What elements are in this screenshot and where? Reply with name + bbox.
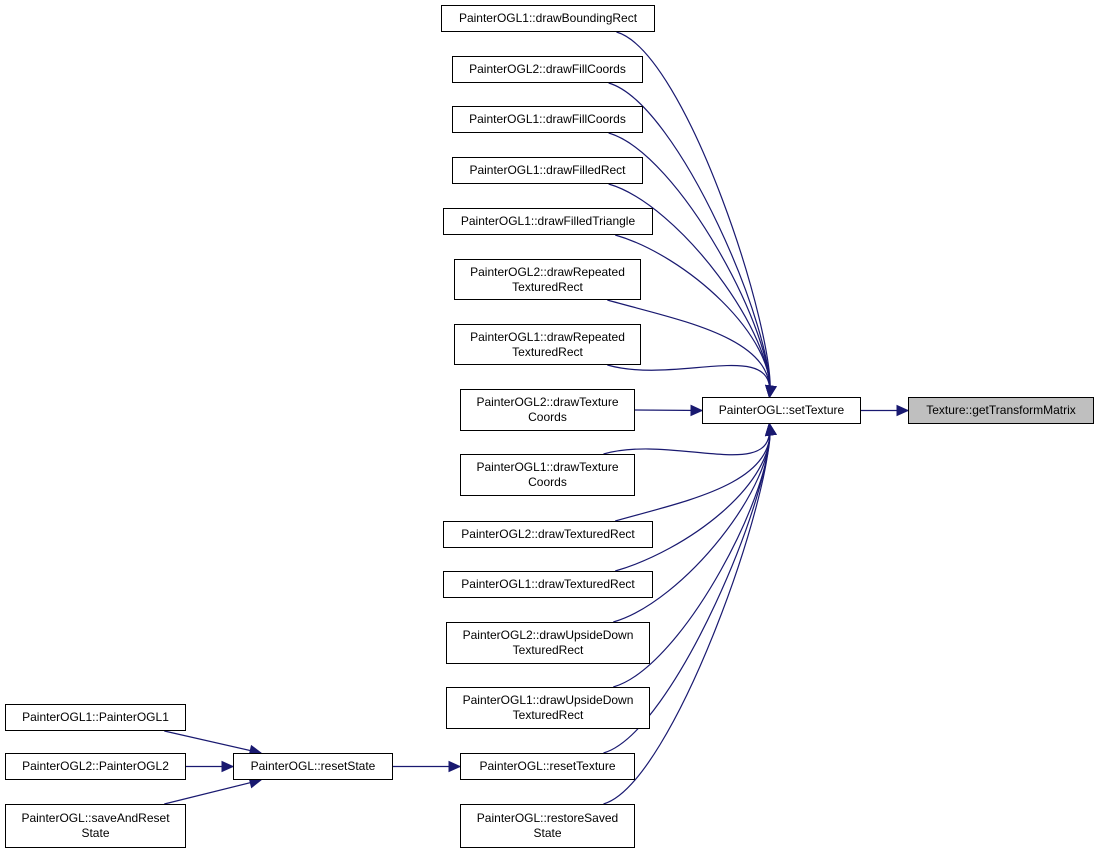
edge-arrowhead-setTexture-to-getTransformMatrix bbox=[896, 404, 910, 417]
node-label: PainterOGL::resetTexture bbox=[479, 759, 616, 773]
edge-arrowhead-drawRepeatedTexturedRect1-to-setTexture bbox=[765, 384, 777, 399]
node-label: PainterOGL1::drawTexture Coords bbox=[476, 460, 619, 489]
node-painterogl2-drawtexturedrect[interactable]: PainterOGL2::drawTexturedRect bbox=[443, 521, 653, 548]
node-label: PainterOGL1::PainterOGL1 bbox=[22, 710, 169, 724]
node-painterogl1-drawfilledtriangle[interactable]: PainterOGL1::drawFilledTriangle bbox=[443, 208, 653, 235]
edge-saveAndResetState-to-resetState bbox=[164, 779, 262, 805]
node-painterogl2-drawrepeatedtexturedrect[interactable]: PainterOGL2::drawRepeated TexturedRect bbox=[454, 259, 641, 300]
node-painterogl2-drawfillcoords[interactable]: PainterOGL2::drawFillCoords bbox=[452, 56, 643, 83]
edge-drawTexturedRect1-to-setTexture bbox=[615, 423, 771, 572]
edge-arrowhead-drawTextureCoords2-to-setTexture bbox=[690, 404, 704, 417]
edge-restoreSavedState-to-setTexture bbox=[603, 423, 771, 805]
edge-ctor1-to-resetState bbox=[164, 730, 262, 754]
node-painterogl1-drawtexturecoords[interactable]: PainterOGL1::drawTexture Coords bbox=[460, 454, 635, 496]
node-painterogl-resetstate[interactable]: PainterOGL::resetState bbox=[233, 753, 393, 780]
node-painterogl2-painterogl2[interactable]: PainterOGL2::PainterOGL2 bbox=[5, 753, 186, 780]
edge-drawTexturedRect2-to-setTexture bbox=[615, 423, 771, 522]
node-label: PainterOGL::resetState bbox=[250, 759, 376, 773]
edge-drawBoundingRect1-to-setTexture bbox=[616, 31, 771, 398]
node-painterogl1-drawfilledrect[interactable]: PainterOGL1::drawFilledRect bbox=[452, 157, 643, 184]
node-label: PainterOGL2::drawUpsideDown TexturedRect bbox=[462, 628, 634, 657]
node-painterogl1-drawtexturedrect[interactable]: PainterOGL1::drawTexturedRect bbox=[443, 571, 653, 598]
node-painterogl-saveandresetstate[interactable]: PainterOGL::saveAndReset State bbox=[5, 804, 186, 848]
node-label: PainterOGL::setTexture bbox=[718, 403, 845, 417]
node-label: PainterOGL1::drawUpsideDown TexturedRect bbox=[462, 693, 634, 722]
node-painterogl1-painterogl1[interactable]: PainterOGL1::PainterOGL1 bbox=[5, 704, 186, 731]
node-painterogl1-drawrepeatedtexturedrect[interactable]: PainterOGL1::drawRepeated TexturedRect bbox=[454, 324, 641, 365]
node-painterogl2-drawtexturecoords[interactable]: PainterOGL2::drawTexture Coords bbox=[460, 389, 635, 431]
node-label: PainterOGL1::drawFillCoords bbox=[469, 112, 626, 126]
node-label: PainterOGL2::drawTexture Coords bbox=[476, 395, 619, 424]
node-texture-gettransformmatrix: Texture::getTransformMatrix bbox=[908, 397, 1094, 424]
node-label: PainterOGL1::drawBoundingRect bbox=[458, 11, 638, 25]
node-label: PainterOGL::saveAndReset State bbox=[21, 811, 170, 840]
edge-drawRepeatedTexturedRect1-to-setTexture bbox=[607, 364, 771, 398]
node-label: PainterOGL::restoreSaved State bbox=[476, 811, 619, 840]
node-label: PainterOGL2::PainterOGL2 bbox=[22, 759, 169, 773]
edge-drawFilledTriangle1-to-setTexture bbox=[615, 234, 771, 398]
node-painterogl1-drawupsidedowntexturedrect[interactable]: PainterOGL1::drawUpsideDown TexturedRect bbox=[446, 687, 650, 729]
node-label: PainterOGL1::drawTexturedRect bbox=[461, 577, 635, 591]
node-label: PainterOGL2::drawRepeated TexturedRect bbox=[470, 264, 625, 294]
node-painterogl2-drawupsidedowntexturedrect[interactable]: PainterOGL2::drawUpsideDown TexturedRect bbox=[446, 622, 650, 664]
edge-arrowhead-ctor2-to-resetState bbox=[221, 760, 235, 773]
edge-drawTextureCoords1-to-setTexture bbox=[603, 423, 770, 456]
node-painterogl-settexture[interactable]: PainterOGL::setTexture bbox=[702, 397, 861, 424]
node-label: PainterOGL1::drawFilledRect bbox=[469, 163, 626, 177]
node-label: PainterOGL2::drawTexturedRect bbox=[461, 527, 635, 541]
edge-arrowhead-resetState-to-resetTexture bbox=[448, 760, 462, 773]
node-label: PainterOGL1::drawRepeated TexturedRect bbox=[470, 329, 625, 359]
node-label: PainterOGL2::drawFillCoords bbox=[469, 62, 626, 76]
node-painterogl1-drawboundingrect[interactable]: PainterOGL1::drawBoundingRect bbox=[441, 5, 655, 32]
node-painterogl1-drawfillcoords[interactable]: PainterOGL1::drawFillCoords bbox=[452, 106, 643, 133]
node-label: Texture::getTransformMatrix bbox=[926, 403, 1076, 417]
node-painterogl-restoresavedstate[interactable]: PainterOGL::restoreSaved State bbox=[460, 804, 635, 848]
edge-arrowhead-restoreSavedState-to-setTexture bbox=[764, 422, 777, 437]
edge-drawRepeatedTexturedRect2-to-setTexture bbox=[607, 299, 771, 398]
node-label: PainterOGL1::drawFilledTriangle bbox=[460, 214, 636, 228]
node-painterogl-resettexture[interactable]: PainterOGL::resetTexture bbox=[460, 753, 635, 780]
